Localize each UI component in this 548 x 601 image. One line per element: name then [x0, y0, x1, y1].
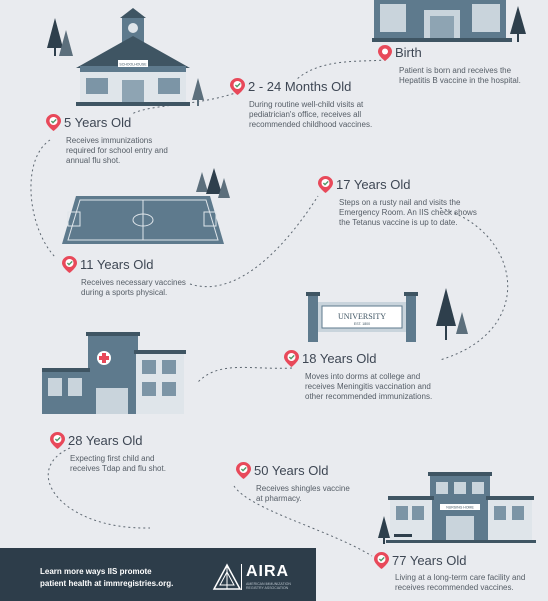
milestone-description: Receives immunizations required for scho…	[66, 136, 168, 165]
logo-divider	[241, 564, 242, 590]
milestone-title: 5 Years Old	[64, 115, 132, 131]
milestone-5-years: 5 Years Old Receives immunizations requi…	[46, 114, 168, 166]
aira-logo-icon	[212, 563, 242, 590]
milestone-title: 17 Years Old	[336, 177, 411, 193]
emergency-room-illustration	[42, 332, 186, 414]
milestone-title: 28 Years Old	[68, 433, 143, 449]
milestone-title: 18 Years Old	[302, 351, 377, 367]
milestone-17-years: 17 Years Old Steps on a rusty nail and v…	[318, 176, 477, 228]
check-pin-icon	[236, 462, 251, 480]
immregistries-link[interactable]: patient health at immregistries.org.	[40, 579, 174, 588]
check-pin-icon	[50, 432, 65, 450]
milestone-11-years: 11 Years Old Receives necessary vaccines…	[62, 256, 186, 298]
milestone-description: During routine well-child visits at pedi…	[249, 100, 373, 129]
milestone-description: Receives necessary vaccines during a spo…	[81, 278, 186, 297]
university-sign-illustration: UNIVERSITY EST. 1800	[306, 288, 468, 342]
check-pin-icon	[284, 350, 299, 368]
university-sign-text: UNIVERSITY	[338, 312, 386, 321]
milestone-2-24-months: 2 - 24 Months Old During routine well-ch…	[230, 78, 372, 130]
milestone-birth: Birth Patient is born and receives the H…	[378, 44, 521, 86]
milestone-title: 11 Years Old	[80, 257, 154, 273]
milestone-description: Expecting first child and receives Tdap …	[70, 454, 166, 473]
aira-brand-text: AIRA	[246, 563, 290, 580]
check-pin-icon	[374, 552, 389, 570]
milestone-title: Birth	[395, 45, 422, 61]
aira-brand-subtitle: AMERICAN IMMUNIZATION REGISTRY ASSOCIATI…	[246, 582, 291, 590]
milestone-description: Steps on a rusty nail and visits the Eme…	[339, 198, 477, 227]
footer-message: Learn more ways IIS promote patient heal…	[40, 567, 174, 588]
milestone-77-years: 77 Years Old Living at a long-term care …	[374, 552, 525, 593]
milestone-18-years: 18 Years Old Moves into dorms at college…	[284, 350, 432, 402]
milestone-title: 50 Years Old	[254, 463, 329, 479]
check-pin-icon	[46, 114, 61, 132]
check-pin-icon	[230, 78, 245, 96]
check-pin-icon	[62, 256, 77, 274]
milestone-description: Moves into dorms at college and receives…	[305, 372, 433, 401]
milestone-description: Living at a long-term care facility and …	[395, 573, 526, 592]
check-pin-icon	[318, 176, 333, 194]
map-pin-icon	[378, 44, 392, 61]
sports-field-illustration	[62, 168, 230, 244]
schoolhouse-illustration: SCHOOLHOUSE	[47, 8, 204, 106]
milestone-title: 2 - 24 Months Old	[248, 79, 352, 95]
milestone-description: Receives shingles vaccine at pharmacy.	[256, 484, 350, 503]
hospital-building-illustration	[372, 0, 526, 42]
milestone-28-years: 28 Years Old Expecting first child and r…	[50, 432, 166, 474]
nursing-home-illustration: NURSING HOME	[378, 472, 536, 544]
school-sign-text: SCHOOLHOUSE	[119, 63, 147, 67]
milestone-title: 77 Years Old	[392, 553, 467, 569]
milestone-50-years: 50 Years Old Receives shingles vaccine a…	[236, 462, 350, 504]
milestone-description: Patient is born and receives the Hepatit…	[399, 66, 521, 85]
nursing-home-sign-text: NURSING HOME	[446, 506, 474, 510]
university-sign-est: EST. 1800	[354, 322, 370, 326]
footer-banner: Learn more ways IIS promote patient heal…	[0, 548, 316, 601]
